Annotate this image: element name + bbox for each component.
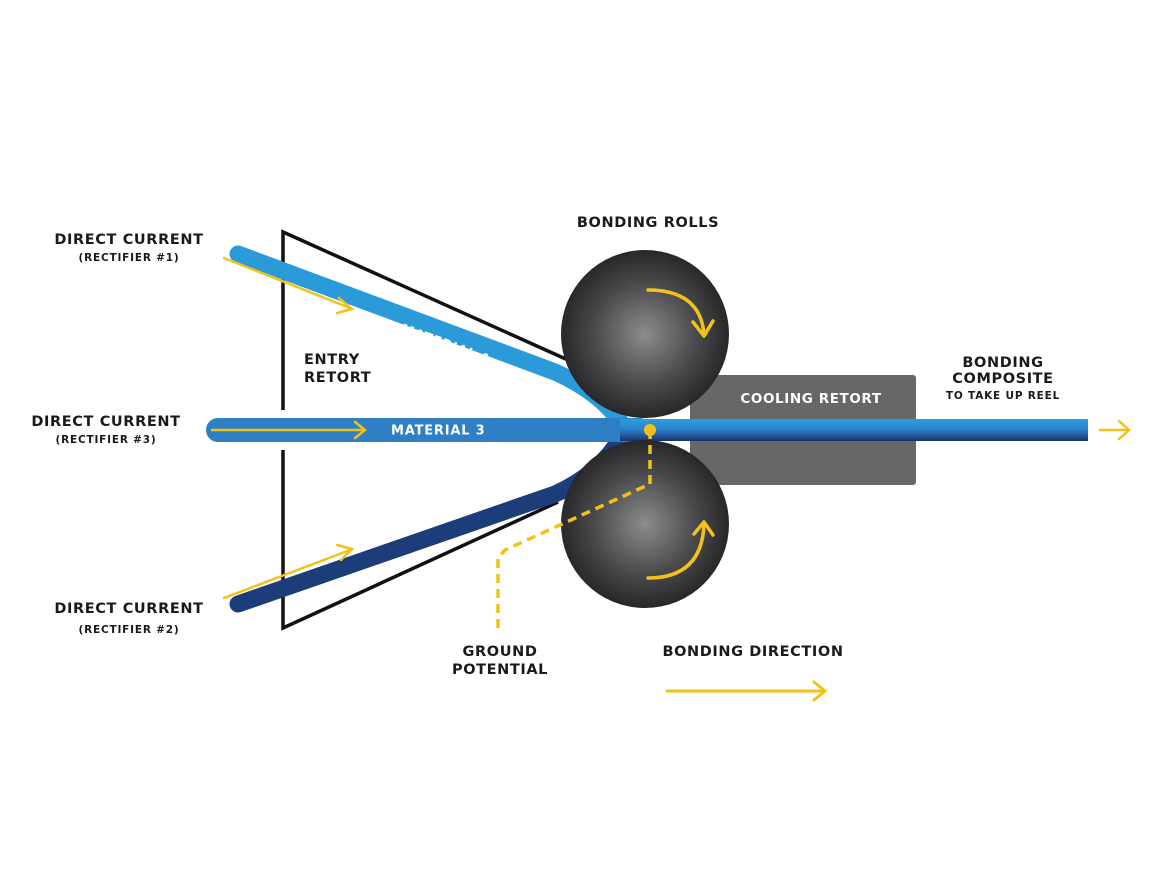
entry-retort-outline-bottom [281,450,559,631]
bonding-direction-label: BONDING DIRECTION [662,644,843,660]
take-up-reel-label: TO TAKE UP REEL [946,390,1060,402]
current-arrow-material-3-icon [210,420,368,440]
lower-roll-rotation-arrow-icon [646,520,715,580]
current-arrow-material-2-icon [222,543,355,600]
bonding-composite-label-line1: BONDING [962,355,1043,371]
entry-retort-label-line2: RETORT [304,370,371,386]
output-arrow-icon [1098,419,1131,441]
rectifier-1-subtitle: (RECTIFIER #1) [79,252,180,264]
rectifier-1-title: DIRECT CURRENT [54,232,203,248]
material-3-label: MATERIAL 3 [391,424,486,439]
ground-contact-point [644,424,656,436]
ground-potential-label-line2: POTENTIAL [452,662,548,678]
ground-potential-dashed-line [496,430,652,632]
rectifier-3-title: DIRECT CURRENT [31,414,180,430]
rectifier-3-subtitle: (RECTIFIER #3) [56,434,157,446]
ground-potential-label-line1: GROUND [463,644,538,660]
upper-bonding-roll [561,250,729,418]
upper-roll-rotation-arrow-icon [646,288,715,338]
bonding-direction-arrow-icon [665,680,828,702]
bonding-rolls-label: BONDING ROLLS [577,215,719,231]
rectifier-2-title: DIRECT CURRENT [54,601,203,617]
bonding-composite-label-line2: COMPOSITE [952,371,1053,387]
entry-retort-outline-top [281,229,569,410]
entry-retort-label-line1: ENTRY [304,352,360,368]
rectifier-2-subtitle: (RECTIFIER #2) [79,624,180,636]
cooling-retort-label: COOLING RETORT [740,391,881,407]
bonding-composite-strip [620,419,1088,441]
current-arrow-material-1-icon [222,256,355,315]
